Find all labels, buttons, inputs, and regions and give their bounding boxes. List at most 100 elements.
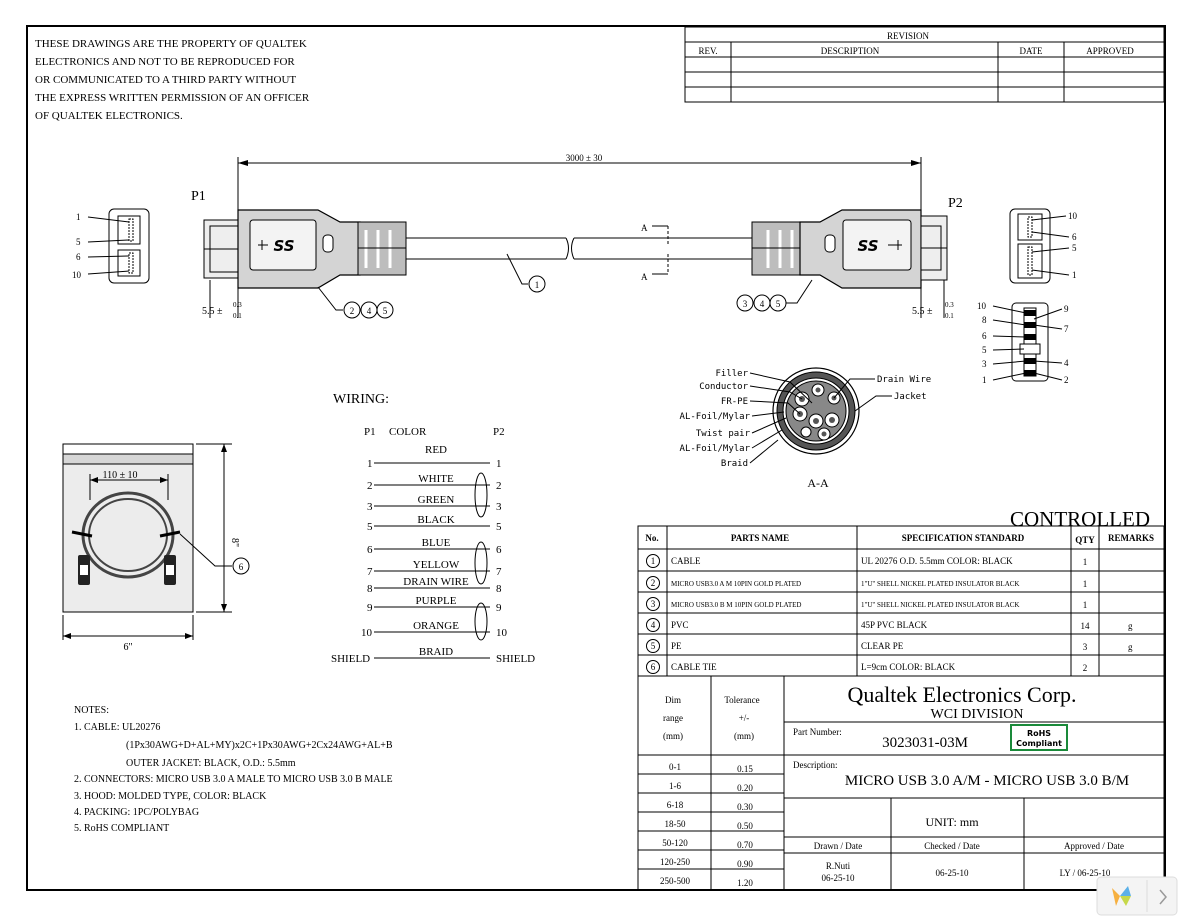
pin-label: 3 bbox=[982, 359, 987, 369]
balloon: 1 bbox=[535, 280, 540, 290]
notes-title: NOTES: bbox=[74, 705, 109, 716]
gap-dim-p1: 5.5 ± bbox=[202, 306, 223, 317]
note-line: 2. CONNECTORS: MICRO USB 3.0 A MALE TO M… bbox=[74, 774, 393, 785]
tol-range: 18-50 bbox=[665, 819, 686, 829]
bom-no: 4 bbox=[651, 620, 656, 630]
cross-section: A-A Filler Conductor FR-PE AL-Foil/Mylar… bbox=[680, 367, 931, 490]
notice-line: ELECTRONICS AND NOT TO BE REPRODUCED FOR bbox=[35, 56, 295, 68]
wiring-color: BRAID bbox=[419, 646, 453, 658]
bom-part-name: PVC bbox=[671, 620, 689, 630]
pin-label: 1 bbox=[1072, 270, 1077, 280]
pin-label: 10 bbox=[977, 301, 987, 311]
packing-drawing: 110 ± 10 8" 6" 6 bbox=[62, 443, 250, 653]
wiring-color: PURPLE bbox=[416, 595, 457, 607]
balloon: 3 bbox=[743, 299, 748, 309]
revision-header: DATE bbox=[1020, 46, 1043, 56]
tol-value: 1.20 bbox=[737, 878, 753, 888]
balloons-main: 1 2 4 5 3 4 5 bbox=[317, 253, 813, 319]
balloon: 6 bbox=[239, 562, 244, 572]
bom-header: QTY bbox=[1075, 535, 1095, 545]
notice-line: THESE DRAWINGS ARE THE PROPERTY OF QUALT… bbox=[35, 38, 307, 50]
tol-header: Tolerance bbox=[724, 695, 759, 705]
section-label: Jacket bbox=[894, 392, 927, 402]
bom-item-balloon bbox=[646, 618, 660, 632]
bom-part-name: MICRO USB3.0 B M 10PIN GOLD PLATED bbox=[671, 601, 801, 609]
revision-title: REVISION bbox=[887, 31, 929, 41]
wiring-col-header: P2 bbox=[493, 426, 505, 438]
checked-label: Checked / Date bbox=[924, 841, 979, 851]
bom-table: No. PARTS NAME SPECIFICATION STANDARD QT… bbox=[637, 525, 1165, 677]
tol-header: Dim bbox=[665, 695, 681, 705]
wiring-p2-pin: 7 bbox=[496, 566, 502, 578]
wiring-p1-pin: 9 bbox=[367, 602, 373, 614]
usb-ss-logo: SS bbox=[273, 237, 294, 255]
note-line: (1Px30AWG+D+AL+MY)x2C+1Px30AWG+2Cx24AWG+… bbox=[126, 740, 393, 751]
next-page-icon[interactable] bbox=[1159, 889, 1167, 905]
tol-value: 0.50 bbox=[737, 821, 753, 831]
description-label: Description: bbox=[793, 760, 838, 770]
bom-no: 6 bbox=[651, 662, 656, 672]
company-name: Qualtek Electronics Corp. bbox=[847, 682, 1076, 707]
gap-tol: 0.1 bbox=[945, 312, 954, 320]
bom-no: 3 bbox=[651, 599, 656, 609]
cable-body bbox=[406, 237, 752, 260]
twisted-pair-marker bbox=[474, 602, 488, 641]
note-line: 4. PACKING: 1PC/POLYBAG bbox=[74, 807, 199, 818]
bom-spec: 1"U" SHELL NICKEL PLATED INSULATOR BLACK bbox=[861, 601, 1019, 609]
bom-header: PARTS NAME bbox=[731, 533, 789, 543]
wiring-p1-pin: SHIELD bbox=[331, 653, 370, 665]
wiring-title: WIRING: bbox=[333, 392, 389, 407]
balloon: 4 bbox=[760, 299, 765, 309]
tol-value: 0.15 bbox=[737, 764, 753, 774]
wiring-p2-pin: SHIELD bbox=[496, 653, 535, 665]
pin-label: 5 bbox=[1072, 243, 1077, 253]
tol-range: 0-1 bbox=[669, 762, 681, 772]
pin-label: 6 bbox=[1072, 232, 1077, 242]
section-label: Conductor bbox=[699, 382, 748, 392]
pin-label: 5 bbox=[76, 237, 81, 247]
p1-label: P1 bbox=[191, 189, 206, 204]
revision-header: REV. bbox=[698, 46, 717, 56]
wiring-p1-pin: 3 bbox=[367, 501, 373, 513]
note-line: 3. HOOD: MOLDED TYPE, COLOR: BLACK bbox=[74, 791, 267, 802]
bom-item-balloon bbox=[646, 554, 660, 568]
sheet-border bbox=[26, 25, 1166, 891]
wiring-color: BLACK bbox=[417, 514, 454, 526]
bom-qty: 1 bbox=[1083, 579, 1088, 589]
tol-range: 6-18 bbox=[667, 800, 684, 810]
unit-label: UNIT: mm bbox=[925, 815, 979, 829]
wiring-p2-pin: 6 bbox=[496, 544, 502, 556]
section-marks: A A bbox=[641, 223, 669, 282]
wiring-diagram: WIRING: P1 COLOR P2 bbox=[333, 392, 505, 438]
bom-spec: L=9cm COLOR: BLACK bbox=[861, 662, 956, 672]
bom-no: 1 bbox=[651, 556, 656, 566]
gap-tol: 0.3 bbox=[233, 301, 242, 309]
gap-tol: 0.1 bbox=[233, 312, 242, 320]
wiring-p1-pin: 7 bbox=[367, 566, 373, 578]
p2-pin-side-view: 10 8 6 5 3 1 9 7 4 2 bbox=[977, 301, 1069, 385]
bom-spec: 45P PVC BLACK bbox=[861, 620, 928, 630]
section-label: AL-Foil/Mylar bbox=[680, 412, 751, 422]
pin-label: 9 bbox=[1064, 304, 1069, 314]
tol-range: 120-250 bbox=[660, 857, 690, 867]
viewer-controls[interactable] bbox=[1096, 876, 1178, 916]
wiring-col-header: COLOR bbox=[389, 426, 427, 438]
packing-height-dim: 8" bbox=[229, 538, 240, 547]
pin-label: 8 bbox=[982, 315, 987, 325]
bom-remarks: g bbox=[1128, 621, 1133, 631]
drawn-date: 06-25-10 bbox=[822, 873, 855, 883]
p2-label: P2 bbox=[948, 196, 963, 211]
pin-label: 2 bbox=[1064, 375, 1069, 385]
wiring-p2-pin: 10 bbox=[496, 627, 508, 639]
note-line: 1. CABLE: UL20276 bbox=[74, 722, 160, 733]
tol-header: +/- bbox=[739, 713, 750, 723]
wiring-p2-pin: 1 bbox=[496, 458, 502, 470]
tol-value: 0.90 bbox=[737, 859, 753, 869]
bom-qty: 2 bbox=[1083, 663, 1088, 673]
wiring-p2-pin: 3 bbox=[496, 501, 502, 513]
balloon: 5 bbox=[776, 299, 781, 309]
bom-remarks: g bbox=[1128, 642, 1133, 652]
note-line: 5. RoHS COMPLIANT bbox=[74, 823, 169, 834]
